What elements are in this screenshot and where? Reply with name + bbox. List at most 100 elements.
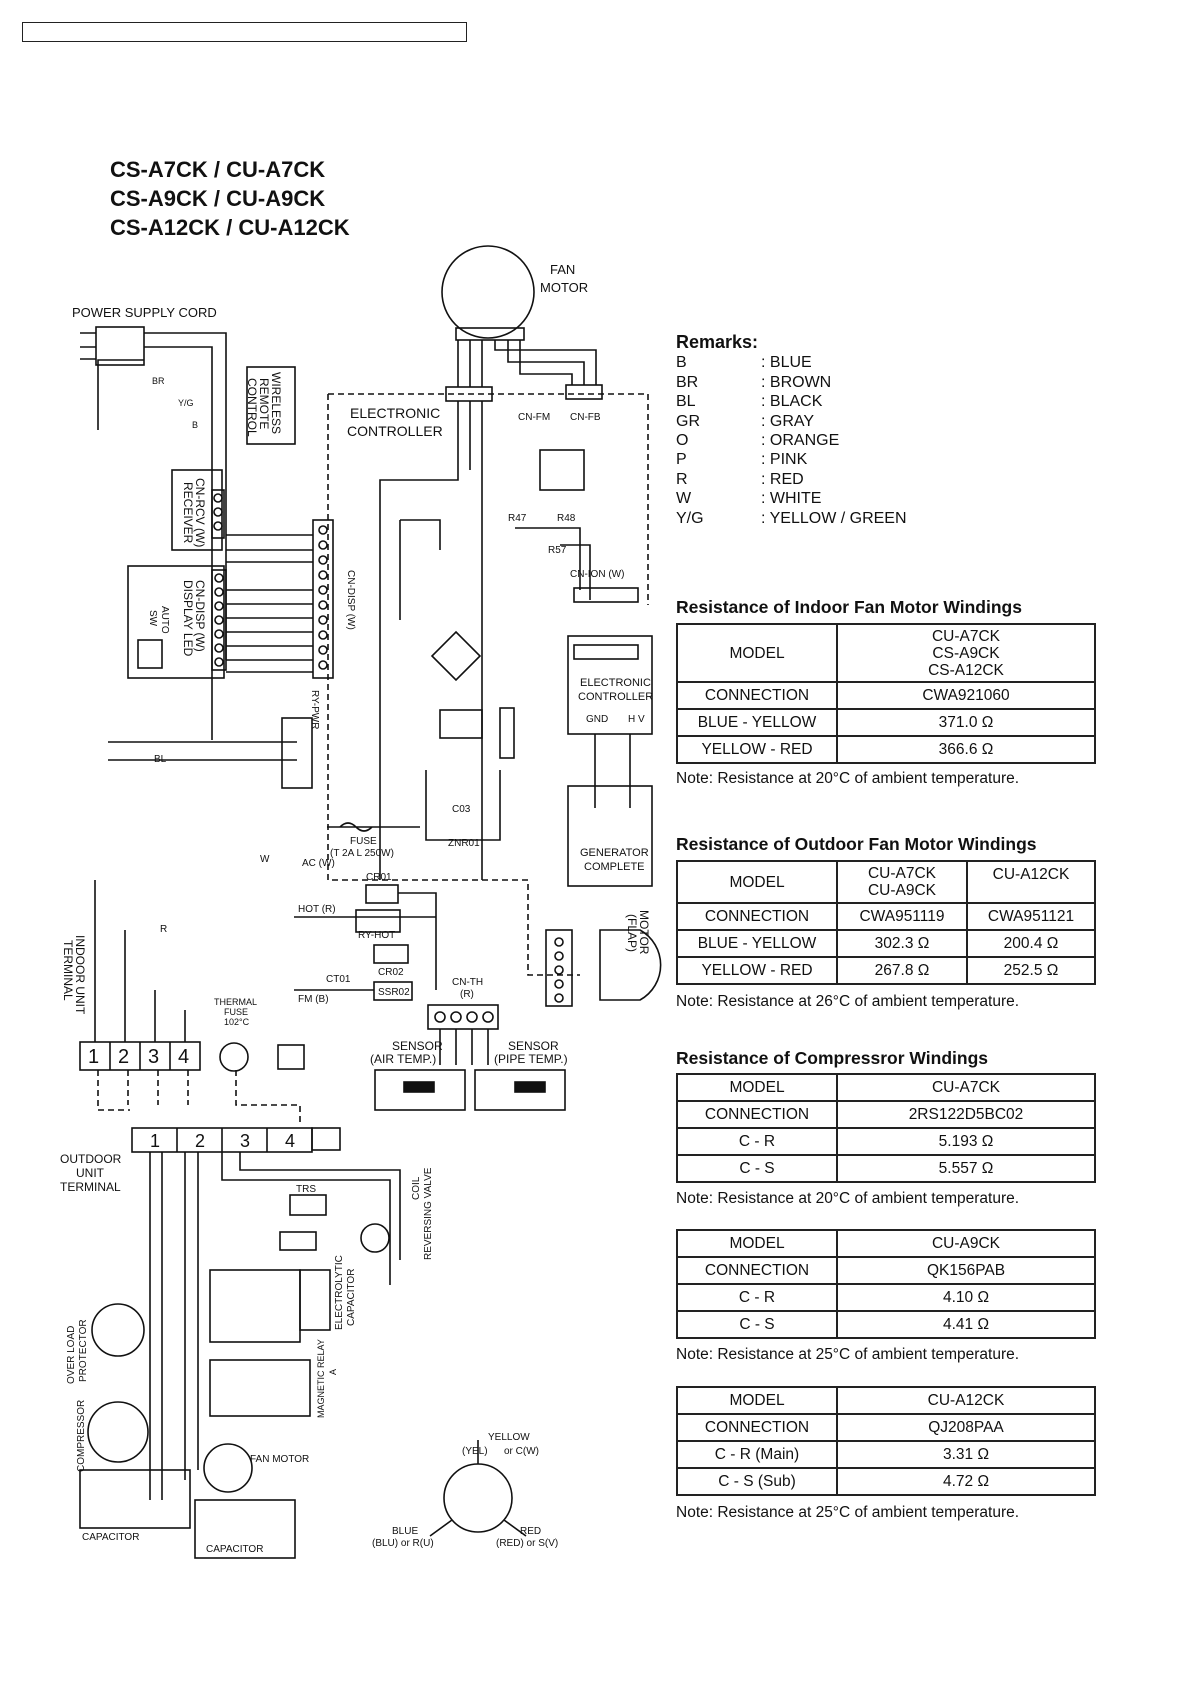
cell: 4.10 Ω	[836, 1283, 1096, 1312]
wire-yg: Y/G	[178, 398, 194, 408]
cell: 5.193 Ω	[836, 1127, 1096, 1156]
fan-motor-label-2: MOTOR	[540, 280, 588, 295]
cell: CONNECTION	[676, 1413, 838, 1442]
r66	[499, 707, 515, 759]
ct01-label: CT01	[326, 974, 351, 985]
fuse-label-1: FUSE	[350, 836, 377, 847]
cell: CONNECTION	[676, 902, 838, 931]
indoor-terminal-2: 2	[118, 1046, 129, 1068]
indoor-terminal-label-2: TERMINAL	[61, 940, 75, 1001]
receiver-label-1: CN-RCV (W)	[193, 478, 207, 547]
sensor-pipe-label-1: SENSOR	[508, 1039, 559, 1053]
magnetic-relay-b	[209, 1269, 301, 1343]
remarks-legend: Remarks: B: BLUE BR: BROWN BL: BLACK GR:…	[676, 332, 907, 528]
trs-label: TRS	[296, 1184, 316, 1195]
cell: MODEL	[676, 1073, 838, 1102]
cell: CU-A12CK	[836, 1386, 1096, 1415]
znr01-label: ZNR01	[448, 838, 480, 849]
thermal-fuse-label-3: 102°C	[224, 1017, 250, 1027]
remark-row: W: WHITE	[676, 490, 822, 508]
motor-flap-label-1: MOTOR	[637, 910, 651, 955]
generator-label-2: COMPLETE	[584, 861, 645, 873]
wire-r: R	[160, 924, 167, 935]
magnetic-relay-a	[209, 1359, 311, 1417]
magnetic-relay-a-label-2: A	[328, 1369, 338, 1375]
cell: C - S	[676, 1310, 838, 1339]
magnetic-relay-a-label-1: MAGNETIC RELAY	[316, 1339, 326, 1418]
ion-controller-label-2: CONTROLLER	[578, 691, 653, 703]
indoor-terminal-1: 1	[88, 1046, 99, 1068]
indoor-terminal-4: 4	[178, 1046, 189, 1068]
wire-br: BR	[152, 376, 165, 386]
outdoor-terminal-label-3: TERMINAL	[60, 1180, 121, 1194]
indoor-resistance-table: MODEL CU-A7CK CS-A9CK CS-A12CK CONNECTIO…	[676, 623, 1096, 764]
title-line-1: CS-A7CK / CU-A7CK	[110, 157, 326, 182]
remark-row: R: RED	[676, 470, 804, 488]
cn-fm-label: CN-FM	[518, 412, 550, 423]
indoor-terminal-label-1: INDOOR UNIT	[73, 935, 87, 1015]
auto-sw-label-1: AUTO	[159, 606, 170, 634]
pc01	[539, 449, 585, 491]
cn-stm	[545, 929, 573, 1007]
coil-reversing-valve	[360, 1223, 390, 1253]
coil-label-2: REVERSING VALVE	[423, 1167, 434, 1260]
thermal-fuse-label-2: FUSE	[224, 1007, 248, 1017]
remark-row: O: ORANGE	[676, 432, 840, 450]
fan-motor-connector	[455, 327, 525, 341]
ac-w-label: AC (W)	[302, 858, 335, 869]
receiver-label-2: RECEIVER	[181, 482, 195, 544]
title-line-3: CS-A12CK / CU-A12CK	[110, 215, 350, 240]
cell: CU-A7CK	[836, 1073, 1096, 1102]
capacitor-1	[79, 1469, 191, 1529]
controller-label-1: ELECTRONIC	[350, 405, 440, 421]
cell: BLUE - YELLOW	[676, 929, 838, 958]
ry-pwr-label: RY-PWR	[309, 690, 320, 729]
compressor-note-a12: Note: Resistance at 25°C of ambient temp…	[676, 1504, 1020, 1521]
trs	[289, 1194, 327, 1216]
overload-label-2: PROTECTOR	[78, 1319, 89, 1382]
cell: C - S (Sub)	[676, 1467, 838, 1496]
ion-controller-box	[567, 635, 653, 735]
cell: CWA951121	[966, 902, 1096, 931]
cr02	[373, 944, 409, 964]
outdoor-note: Note: Resistance at 26°C of ambient temp…	[676, 993, 1020, 1010]
cell: CONNECTION	[676, 1256, 838, 1285]
wireless-remote-box	[246, 366, 296, 445]
wire-b: B	[192, 420, 198, 430]
r48-label: R48	[557, 513, 576, 524]
cell: C - S	[676, 1154, 838, 1183]
cell: 252.5 Ω	[966, 956, 1096, 985]
cell: 3.31 Ω	[836, 1440, 1096, 1469]
outdoor-table-title: Resistance of Outdoor Fan Motor Windings	[676, 834, 1037, 854]
outdoor-terminal-1: 1	[150, 1131, 160, 1151]
cn-fb-label: CN-FB	[570, 412, 601, 423]
power-cord-label: POWER SUPPLY CORD	[72, 305, 217, 320]
display-label-1: CN-DISP (W)	[193, 580, 207, 652]
generator-label-1: GENERATOR	[580, 847, 649, 859]
indoor-table-title: Resistance of Indoor Fan Motor Windings	[676, 597, 1022, 617]
cell: CWA951119	[836, 902, 968, 931]
cell: MODEL	[676, 1229, 838, 1258]
model-b: CU-A12CK	[966, 860, 1096, 904]
indoor-terminal-3: 3	[148, 1046, 159, 1068]
sensor-pipe-label-2: (PIPE TEMP.)	[494, 1052, 568, 1066]
cell: 302.3 Ω	[836, 929, 968, 958]
model-titles: CS-A7CK / CU-A7CK CS-A9CK / CU-A9CK CS-A…	[110, 155, 350, 242]
display-label-2: DISPLAY LED	[181, 580, 195, 657]
overload-label-1: OVER LOAD	[66, 1326, 77, 1384]
generator-box	[567, 785, 653, 887]
outdoor-terminal-4: 4	[285, 1131, 295, 1151]
wireless-remote-label-1: WIRELESS	[269, 372, 283, 434]
ion-controller-label-1: ELECTRONIC	[580, 677, 651, 689]
cn-disp-connector	[312, 519, 334, 679]
cr01	[365, 884, 399, 904]
overload-protector	[91, 1303, 145, 1357]
cell: 371.0 Ω	[836, 708, 1096, 737]
wireless-remote-label-3: CONTROL	[245, 378, 259, 437]
cn-th-label-2: (R)	[460, 989, 474, 1000]
outdoor-terminal-label-2: UNIT	[76, 1166, 105, 1180]
cell: BLUE - YELLOW	[676, 708, 838, 737]
cell: 366.6 Ω	[836, 735, 1096, 764]
